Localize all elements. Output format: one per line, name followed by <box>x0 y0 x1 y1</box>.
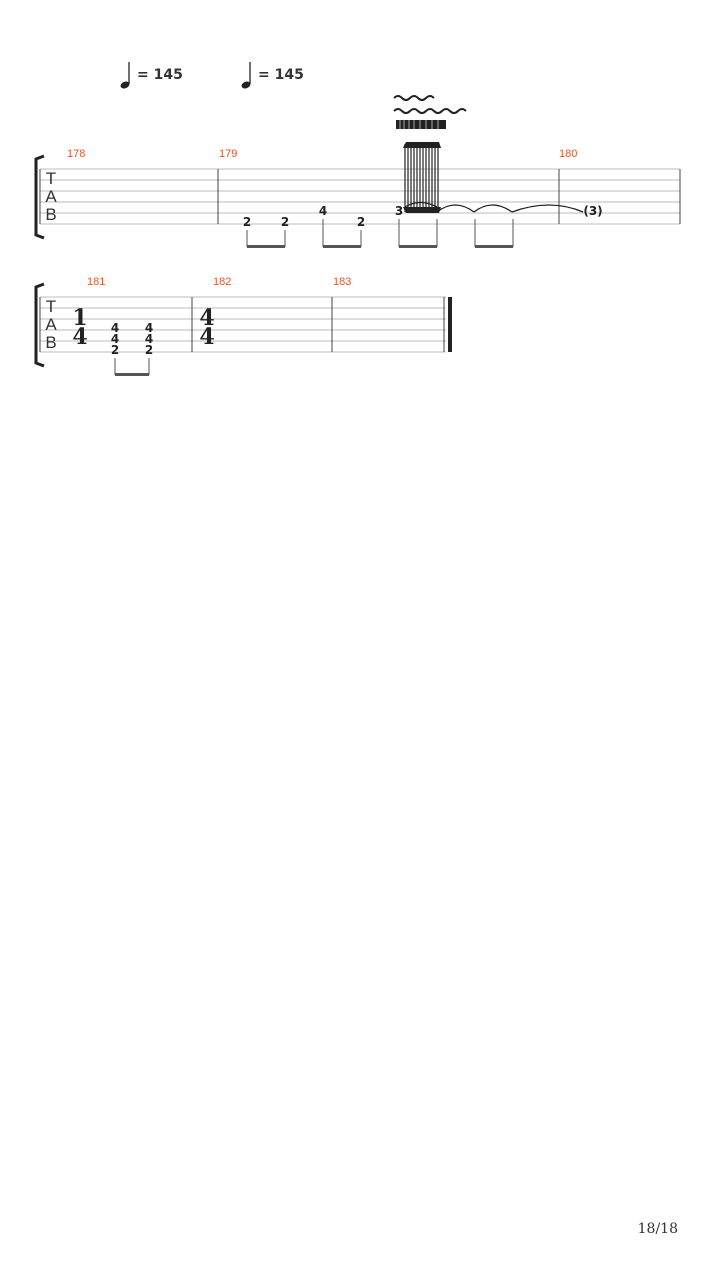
tie-arcs <box>404 201 584 213</box>
fret-number: 2 <box>145 343 153 357</box>
measure-number: 181 <box>87 276 105 288</box>
final-barline <box>448 297 452 352</box>
tab-clef: T A B <box>45 297 57 352</box>
vibrato-wave-icon <box>393 95 435 101</box>
measure-number: 178 <box>67 148 85 160</box>
tab-clef-a: A <box>45 187 57 206</box>
system-bracket <box>34 282 45 368</box>
fret-number: 2 <box>281 215 289 229</box>
page-number: 18/18 <box>637 1221 678 1237</box>
note-stems-and-beams <box>114 358 150 375</box>
beam <box>247 245 285 248</box>
fret-number: 3 <box>395 204 403 218</box>
quarter-note-icon <box>120 62 130 89</box>
tremolo-marks <box>396 120 446 213</box>
tab-clef: T A B <box>45 169 57 224</box>
tab-clef-b: B <box>45 333 56 352</box>
system-bracket <box>34 154 45 240</box>
time-signature-numerator: 4 <box>199 305 214 331</box>
quarter-note-icon <box>241 62 251 89</box>
fret-number: 2 <box>357 215 365 229</box>
measure-number: 182 <box>213 276 231 288</box>
system-2: T A B 181 182 183 1 4 4 4 4 4 2 <box>34 276 452 376</box>
staff-lines <box>40 168 680 225</box>
time-signature-denominator: 4 <box>199 324 214 350</box>
measure-number: 183 <box>333 276 351 288</box>
tempo-marking-1: = 145 <box>120 60 183 90</box>
fret-number: 4 <box>111 332 119 346</box>
tab-clef-t: T <box>46 169 56 188</box>
beam <box>399 245 437 248</box>
staff-lines <box>40 296 446 353</box>
measure-number: 179 <box>219 148 237 160</box>
fret-number: 2 <box>243 215 251 229</box>
time-signature-numerator: 1 <box>72 305 87 331</box>
beam <box>323 245 361 248</box>
barlines <box>39 169 681 224</box>
time-signature-denominator: 4 <box>72 324 87 350</box>
beam <box>115 373 149 376</box>
fret-number: (3) <box>583 204 602 218</box>
tab-clef-t: T <box>46 297 56 316</box>
tab-score: T A B 178 179 180 <box>34 95 681 376</box>
tab-clef-a: A <box>45 315 57 334</box>
time-signature: 1 4 <box>72 305 87 350</box>
fret-number: 2 <box>111 343 119 357</box>
time-signature: 4 4 <box>199 305 214 350</box>
barlines <box>39 297 445 352</box>
fret-number: 4 <box>319 204 327 218</box>
fret-number: 4 <box>111 321 119 335</box>
beam <box>475 245 513 248</box>
tempo-value: = 145 <box>137 67 183 83</box>
wide-vibrato-wave-icon <box>393 108 467 114</box>
tempo-marking-2: = 145 <box>241 60 304 90</box>
tab-clef-b: B <box>45 205 56 224</box>
note-stems-and-beams <box>246 219 514 247</box>
fret-number: 4 <box>145 321 153 335</box>
fret-number: 4 <box>145 332 153 346</box>
tempo-value: = 145 <box>258 67 304 83</box>
system-1: T A B 178 179 180 <box>34 95 681 248</box>
measure-number: 180 <box>559 148 577 160</box>
